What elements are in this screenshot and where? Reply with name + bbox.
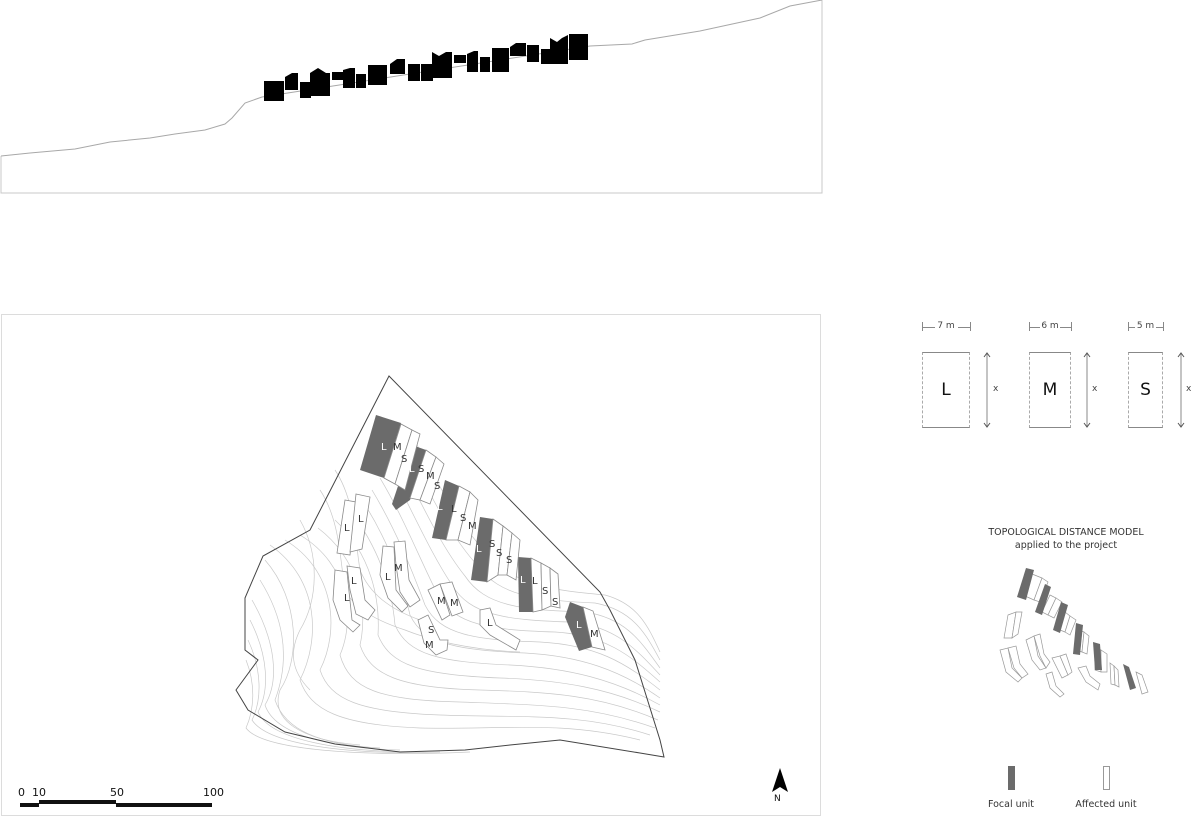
scale-tick-100: 100	[203, 786, 224, 799]
section-frame	[0, 0, 823, 194]
svg-text:L: L	[476, 544, 482, 555]
svg-text:L: L	[532, 576, 538, 587]
model-title: TOPOLOGICAL DISTANCE MODEL	[988, 527, 1144, 538]
svg-text:L: L	[451, 504, 457, 515]
unit-height-label: x	[1092, 384, 1098, 394]
svg-text:S: S	[418, 464, 424, 475]
svg-text:S: S	[428, 625, 434, 636]
scale-tick-50: 50	[110, 786, 124, 799]
unit-size-l: 7 m L x	[922, 318, 1002, 438]
legend-focal: Focal unit	[980, 766, 1042, 810]
svg-text:L: L	[344, 593, 350, 604]
model-subtitle: applied to the project	[1014, 540, 1118, 551]
svg-text:L: L	[520, 575, 526, 586]
svg-text:M: M	[425, 640, 434, 651]
svg-text:M: M	[437, 596, 446, 607]
scale-tick-10: 10	[32, 786, 46, 799]
north-arrow: N	[770, 768, 790, 808]
north-label: N	[774, 794, 781, 804]
svg-text:L: L	[385, 572, 391, 583]
unit-width-label: 7 m	[937, 321, 955, 331]
unit-size-m: 6 m M x	[1029, 318, 1109, 438]
svg-text:M: M	[393, 442, 402, 453]
svg-text:S: S	[552, 597, 558, 608]
svg-text:L: L	[358, 514, 364, 525]
unit-box-m: M	[1029, 352, 1071, 428]
svg-text:M: M	[590, 629, 599, 640]
scale-bar: 0 10 50 100	[18, 786, 228, 810]
legend-affected: Affected unit	[1068, 766, 1144, 810]
unit-width-label: 5 m	[1136, 321, 1155, 331]
affected-unit-swatch	[1102, 766, 1110, 790]
svg-text:S: S	[496, 548, 502, 559]
height-arrow-icon	[983, 352, 991, 428]
height-arrow-icon	[1177, 352, 1185, 428]
legend-focal-label: Focal unit	[987, 799, 1035, 810]
svg-text:S: S	[401, 454, 407, 465]
svg-text:S: S	[460, 513, 466, 524]
topological-model-diagram	[999, 568, 1149, 698]
svg-text:S: S	[434, 481, 440, 492]
svg-text:L: L	[487, 618, 493, 629]
unit-width-label: 6 m	[1041, 321, 1059, 331]
plan-frame	[1, 314, 821, 816]
unit-role-legend: Focal unit Affected unit	[980, 766, 1160, 818]
svg-text:L: L	[351, 576, 357, 587]
focal-units	[360, 415, 592, 651]
svg-text:M: M	[394, 563, 403, 574]
site-boundary	[235, 375, 665, 758]
unit-height-label: x	[993, 384, 999, 394]
model-title-block: TOPOLOGICAL DISTANCE MODEL applied to th…	[960, 526, 1172, 552]
svg-text:L: L	[381, 442, 387, 453]
height-arrow-icon	[1083, 352, 1091, 428]
unit-box-s: S	[1128, 352, 1163, 428]
scale-bar-segment-10-50	[39, 800, 116, 804]
svg-text:M: M	[450, 598, 459, 609]
section-buildings	[264, 34, 588, 101]
svg-text:S: S	[542, 586, 548, 597]
svg-text:M: M	[426, 471, 435, 482]
unit-size-s: 5 m S x	[1128, 318, 1200, 438]
svg-text:L: L	[409, 464, 415, 475]
scale-bar-segment-0-10	[20, 803, 39, 807]
site-section-elevation	[0, 0, 823, 194]
focal-unit-swatch	[1007, 766, 1015, 790]
svg-text:M: M	[468, 521, 477, 532]
unit-box-l: L	[922, 352, 970, 428]
legend-affected-label: Affected unit	[1075, 799, 1137, 810]
scale-bar-segment-50-100	[116, 803, 212, 807]
svg-text:S: S	[489, 539, 495, 550]
svg-text:L: L	[576, 620, 582, 631]
north-arrow-icon	[772, 768, 788, 792]
svg-text:L: L	[344, 523, 350, 534]
scale-tick-0: 0	[18, 786, 25, 799]
model-focal-units	[1017, 568, 1136, 690]
terrain-line	[0, 0, 823, 157]
svg-text:S: S	[506, 555, 512, 566]
svg-text:L: L	[437, 502, 443, 513]
model-affected-units	[999, 573, 1149, 698]
unit-size-legend: 7 m L x 6 m M x 5 m S	[900, 318, 1200, 438]
affected-units	[332, 423, 606, 656]
unit-height-label: x	[1186, 384, 1192, 394]
